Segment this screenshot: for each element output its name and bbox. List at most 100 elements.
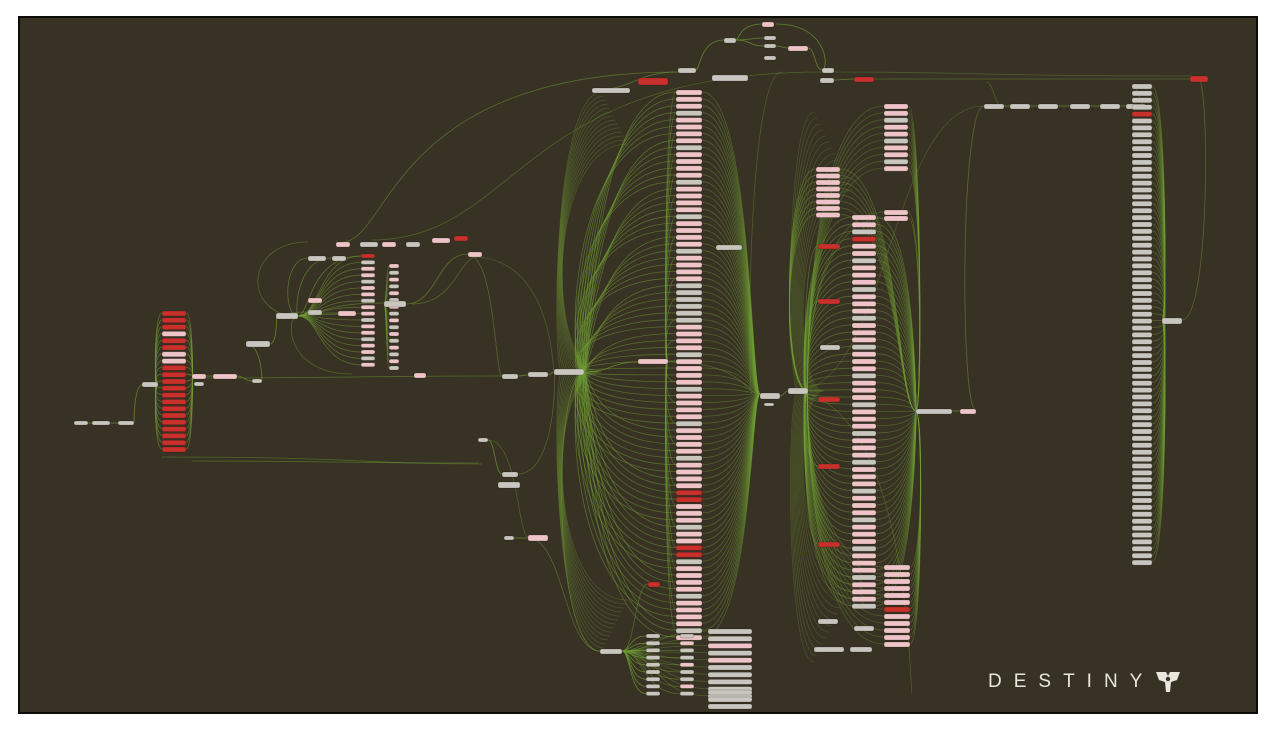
graph-node-gray [1131, 366, 1153, 373]
graph-node-red [161, 392, 187, 398]
graph-node-pink [761, 21, 775, 28]
graph-edge [577, 371, 677, 562]
graph-edge [791, 123, 821, 392]
graph-node-pink [679, 684, 695, 689]
graph-node-red [637, 77, 669, 86]
graph-edge [665, 360, 677, 631]
graph-node-pink [675, 379, 703, 386]
graph-edge [839, 168, 917, 412]
graph-node-pink [675, 151, 703, 158]
graph-node-red [1131, 111, 1153, 117]
graph-edge [574, 371, 677, 472]
graph-node-gray [645, 662, 661, 668]
graph-node-pink [883, 152, 909, 158]
graph-node-pink [675, 427, 703, 434]
graph-edge [557, 371, 605, 649]
graph-edge [775, 45, 789, 49]
graph-node-gray [1131, 214, 1153, 221]
graph-node-pink [675, 483, 703, 489]
graph-edge [1151, 319, 1166, 459]
graph-edge [701, 326, 761, 395]
graph-edge [701, 291, 761, 395]
graph-edge [1151, 319, 1166, 508]
graph-edge [1151, 237, 1166, 321]
graph-edge [701, 393, 761, 465]
graph-edge [794, 390, 830, 633]
graph-node-pink [815, 192, 841, 199]
graph-edge [701, 393, 761, 617]
graph-node-pink [883, 599, 911, 606]
graph-node-pink [675, 448, 703, 455]
graph-node-gray [763, 402, 775, 407]
graph-edge [701, 91, 761, 395]
graph-edge [792, 390, 824, 645]
graph-edge [794, 141, 830, 392]
graph-node-pink [959, 408, 977, 415]
graph-node-gray [1131, 345, 1153, 352]
graph-node-gray [251, 378, 263, 384]
graph-node-pink [675, 262, 703, 268]
graph-node-gray [711, 74, 749, 82]
graph-edge [579, 371, 677, 410]
graph-edge [701, 284, 761, 395]
graph-node-gray [591, 87, 631, 94]
graph-edge [793, 105, 985, 392]
graph-edge [807, 160, 885, 392]
graph-edge [701, 393, 761, 424]
graph-node-pink [851, 250, 877, 257]
graph-edge [907, 126, 921, 412]
graph-edge [792, 129, 824, 392]
graph-edge [807, 105, 885, 392]
graph-edge [807, 390, 885, 645]
graph-edge [796, 390, 836, 621]
graph-node-gray [1131, 187, 1153, 193]
graph-edge [257, 241, 309, 317]
graph-edge [1151, 319, 1166, 446]
graph-edge [701, 393, 761, 438]
graph-node-gray [1131, 221, 1153, 228]
graph-edge [1181, 77, 1207, 321]
graph-edge [581, 371, 677, 548]
graph-node-gray [1131, 532, 1153, 538]
graph-node-pink [883, 571, 911, 578]
graph-edge [1151, 209, 1166, 321]
graph-node-gray [1131, 207, 1153, 214]
graph-node-gray [1131, 297, 1153, 304]
graph-node-pink [388, 277, 400, 282]
graph-edge [701, 160, 761, 395]
graph-node-red [161, 426, 187, 432]
graph-node-pink [675, 393, 703, 399]
graph-node-red [161, 324, 187, 330]
graph-edge [1151, 251, 1166, 321]
graph-node-pink [883, 578, 911, 585]
graph-edge [807, 167, 885, 392]
graph-node-pink [883, 634, 911, 641]
graph-node-gray [359, 241, 379, 248]
graph-node-pink [360, 266, 376, 272]
graph-node-pink [675, 89, 703, 96]
graph-node-gray [497, 481, 521, 489]
graph-node-gray [1131, 490, 1153, 497]
graph-node-gray [1131, 483, 1153, 490]
graph-edge [1151, 319, 1166, 549]
graph-edge [701, 393, 761, 562]
graph-node-pink [851, 214, 877, 221]
graph-edge [487, 439, 529, 538]
graph-node-gray [1131, 276, 1153, 283]
graph-edge [583, 371, 677, 445]
graph-node-red [883, 606, 911, 613]
graph-node-pink [675, 324, 703, 330]
graph-edge [701, 119, 761, 395]
graph-edge [621, 650, 709, 661]
graph-edge [839, 194, 917, 412]
graph-edge [1151, 127, 1166, 321]
graph-node-gray [1131, 173, 1153, 179]
graph-node-gray [645, 648, 661, 653]
graph-node-pink [675, 469, 703, 475]
graph-edge [701, 393, 761, 631]
graph-edge [1151, 168, 1166, 321]
graph-edge [795, 390, 833, 627]
graph-edge [701, 112, 761, 395]
graph-node-gray [707, 664, 753, 671]
graph-node-gray [307, 309, 323, 316]
